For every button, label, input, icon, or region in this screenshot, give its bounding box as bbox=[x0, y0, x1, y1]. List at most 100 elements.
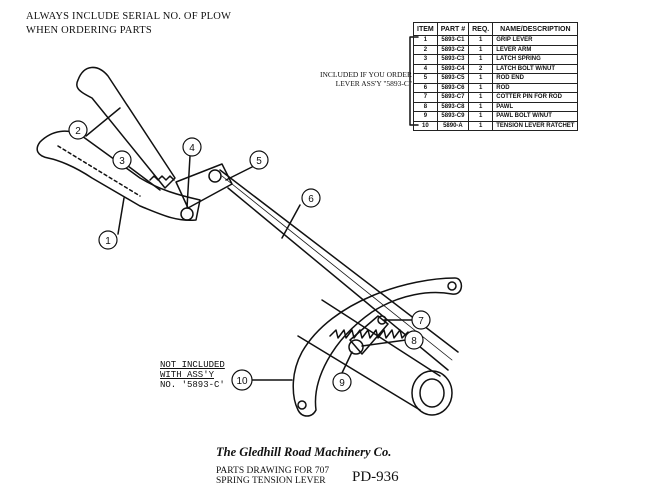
ratchet-hole-bottom bbox=[297, 400, 307, 410]
part-cell: 5893-C3 bbox=[436, 54, 470, 65]
name-cell: ROD END bbox=[492, 73, 579, 84]
item-cell: 7 bbox=[413, 92, 438, 103]
notice-line-2: WHEN ORDERING PARTS bbox=[26, 25, 152, 36]
item-cell: 1 bbox=[413, 35, 438, 46]
req-cell: 1 bbox=[468, 44, 494, 55]
callout-label-4: 4 bbox=[189, 143, 195, 154]
callout-label-9: 9 bbox=[339, 378, 345, 389]
notice-line-1: ALWAYS INCLUDE SERIAL NO. OF PLOW bbox=[26, 11, 232, 22]
callout-bubble-5 bbox=[249, 150, 269, 170]
callout-label-8: 8 bbox=[411, 336, 417, 347]
callout-bubble-1 bbox=[98, 230, 118, 250]
item-cell: 3 bbox=[413, 54, 438, 65]
pawl-bolt bbox=[348, 339, 364, 355]
callout-bubble-2 bbox=[68, 120, 88, 140]
callout-bubble-10 bbox=[231, 369, 253, 391]
callout-label-5: 5 bbox=[256, 156, 262, 167]
part-cell: 5893-C2 bbox=[436, 44, 470, 55]
latch-bolt-upper bbox=[208, 169, 222, 183]
name-cell: COTTER PIN FOR ROD bbox=[492, 92, 579, 103]
part-cell: 5893-C8 bbox=[436, 101, 470, 112]
item-cell: 10 bbox=[413, 120, 438, 131]
callout-label-10: 10 bbox=[236, 376, 248, 387]
item-cell: 6 bbox=[413, 82, 438, 93]
rod-centerline bbox=[221, 175, 453, 361]
callout-label-7: 7 bbox=[418, 316, 424, 327]
latch-bolt-lower bbox=[180, 207, 194, 221]
ratchet-hole-top bbox=[447, 281, 457, 291]
grip-lever bbox=[36, 130, 201, 222]
not-included-line-1: NOT INCLUDED bbox=[160, 360, 225, 370]
callout-bubble-6 bbox=[301, 188, 321, 208]
ratchet-teeth bbox=[329, 329, 409, 339]
callout-label-2: 2 bbox=[75, 126, 81, 137]
lever-arm bbox=[76, 66, 176, 189]
company-name: The Gledhill Road Machinery Co. bbox=[216, 445, 392, 459]
name-cell: LATCH SPRING bbox=[492, 54, 579, 65]
part-cell: 5893-C4 bbox=[436, 63, 470, 74]
grip-lever-edge bbox=[57, 145, 141, 197]
name-cell: LATCH BOLT W/NUT bbox=[492, 63, 579, 74]
not-included-line-3: NO. '5893-C' bbox=[160, 380, 225, 390]
col-name: NAME/DESCRIPTION bbox=[492, 22, 579, 36]
callout-bubble-4 bbox=[182, 137, 202, 157]
part-cell: 5893-C1 bbox=[436, 35, 470, 46]
req-cell: 1 bbox=[468, 73, 494, 84]
col-req: REQ. bbox=[468, 22, 494, 36]
drawing-title: PARTS DRAWING FOR 707 SPRING TENSION LEV… bbox=[216, 466, 329, 486]
tube-bore bbox=[419, 378, 445, 408]
tube-end bbox=[411, 370, 453, 416]
name-cell: PAWL BOLT W/NUT bbox=[492, 111, 579, 122]
callout-bubble-3 bbox=[112, 150, 132, 170]
callout-bubble-7 bbox=[411, 310, 431, 330]
name-cell: PAWL bbox=[492, 101, 579, 112]
req-cell: 1 bbox=[468, 120, 494, 131]
drawing-title-line-1: PARTS DRAWING FOR 707 bbox=[216, 466, 330, 476]
req-cell: 1 bbox=[468, 82, 494, 93]
drawing-title-line-2: SPRING TENSION LEVER bbox=[216, 476, 326, 486]
item-cell: 5 bbox=[413, 73, 438, 84]
callout-bubble-9 bbox=[332, 372, 352, 392]
req-cell: 1 bbox=[468, 101, 494, 112]
item-cell: 8 bbox=[413, 101, 438, 112]
req-cell: 1 bbox=[468, 54, 494, 65]
name-cell: ROD bbox=[492, 82, 579, 93]
pawl bbox=[349, 315, 389, 355]
callout-label-6: 6 bbox=[308, 194, 314, 205]
ordering-notice: ALWAYS INCLUDE SERIAL NO. OF PLOW WHEN O… bbox=[26, 10, 231, 38]
rod-end bbox=[175, 163, 233, 209]
req-cell: 2 bbox=[468, 63, 494, 74]
tension-lever-ratchet bbox=[292, 277, 463, 417]
part-cell: 5893-C9 bbox=[436, 111, 470, 122]
item-cell: 9 bbox=[413, 111, 438, 122]
drawing-number: PD-936 bbox=[352, 469, 399, 485]
callout-label-1: 1 bbox=[105, 236, 111, 247]
col-item: ITEM bbox=[413, 22, 438, 36]
callout-bubble-8 bbox=[404, 330, 424, 350]
part-cell: 5893-C5 bbox=[436, 73, 470, 84]
part-cell: 5890-A bbox=[436, 120, 470, 131]
name-cell: GRIP LEVER bbox=[492, 35, 579, 46]
req-cell: 1 bbox=[468, 92, 494, 103]
name-cell: LEVER ARM bbox=[492, 44, 579, 55]
req-cell: 1 bbox=[468, 35, 494, 46]
col-part: PART # bbox=[436, 22, 470, 36]
item-cell: 2 bbox=[413, 44, 438, 55]
not-included-line-2: WITH ASS'Y bbox=[160, 370, 215, 380]
included-note-line-1: INCLUDED IF YOU ORDER bbox=[319, 70, 412, 79]
item-cell: 4 bbox=[413, 63, 438, 74]
part-cell: 5893-C6 bbox=[436, 82, 470, 93]
req-cell: 1 bbox=[468, 111, 494, 122]
parts-table-header: ITEM PART # REQ. NAME/DESCRIPTION bbox=[413, 22, 579, 36]
